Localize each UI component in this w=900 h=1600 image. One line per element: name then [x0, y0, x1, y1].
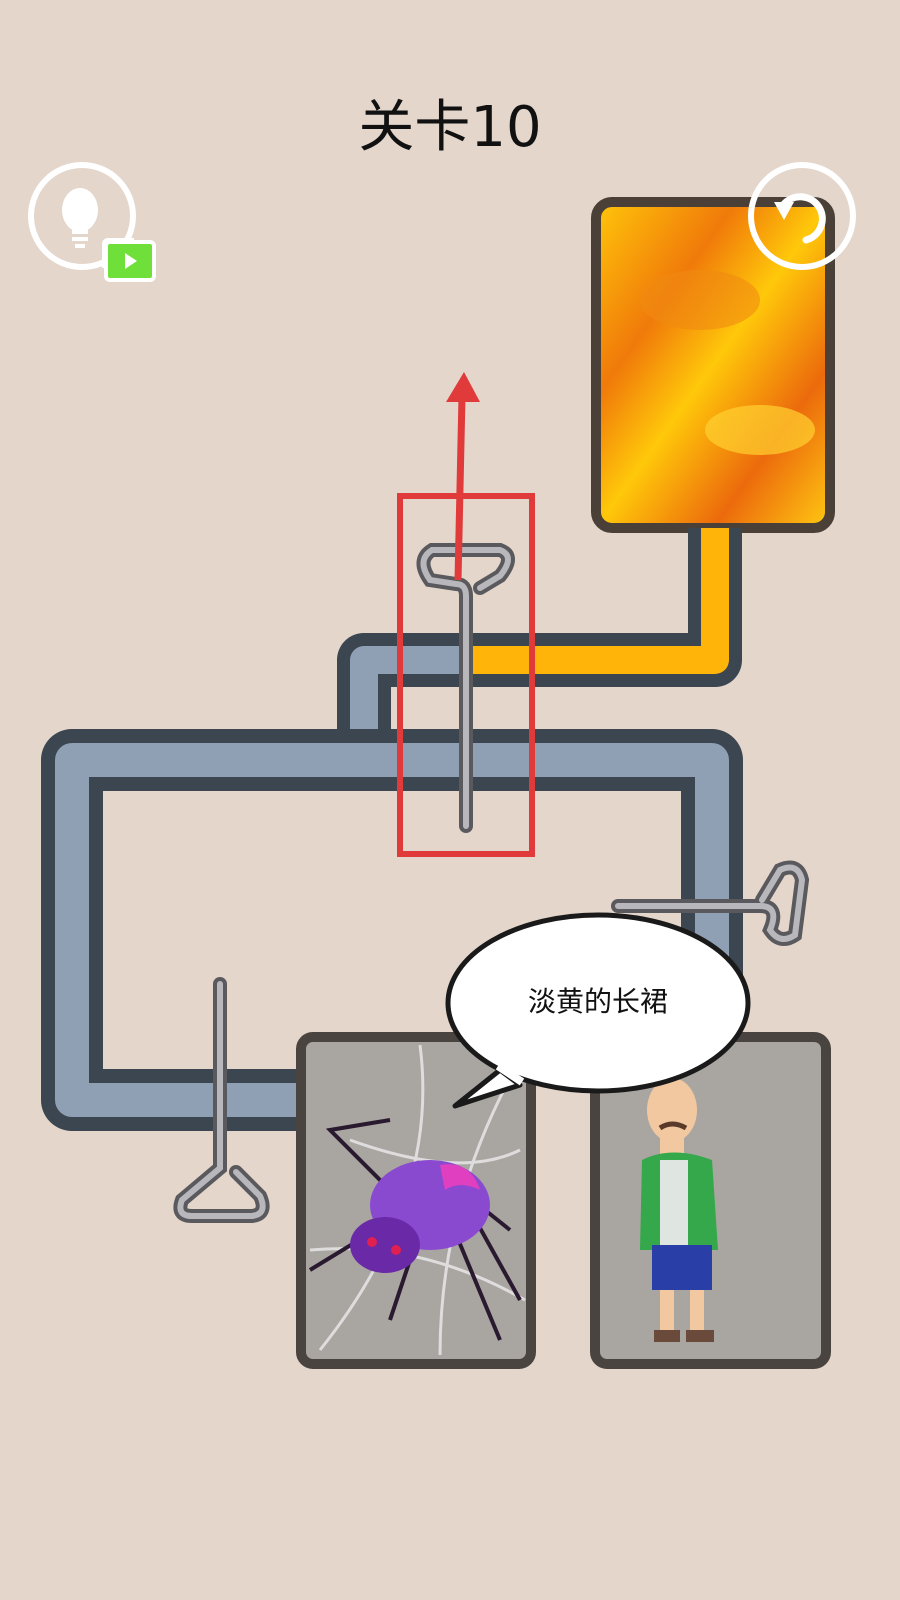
play-icon: [125, 253, 137, 269]
man-character: [640, 1078, 718, 1342]
video-ad-badge: [104, 240, 156, 282]
hint-highlight-box: [397, 493, 535, 857]
speech-bubble: [445, 912, 751, 1109]
water-pipe: [41, 633, 743, 1131]
right-pin[interactable]: [611, 860, 810, 946]
restart-button[interactable]: [748, 162, 856, 270]
spider: [308, 1118, 522, 1341]
restart-icon: [774, 193, 826, 244]
level-title: 关卡10: [358, 95, 542, 160]
lava-pipe: [470, 528, 742, 687]
speech-bubble-text: 淡黄的长裙: [527, 985, 668, 1018]
man-room: [590, 1032, 831, 1369]
lava-tank: [591, 197, 835, 533]
spider-room: [296, 1032, 536, 1369]
left-pin[interactable]: [173, 977, 270, 1223]
hint-button[interactable]: [28, 162, 156, 282]
hint-arrow-up: [446, 372, 480, 581]
center-pin[interactable]: [416, 543, 515, 833]
